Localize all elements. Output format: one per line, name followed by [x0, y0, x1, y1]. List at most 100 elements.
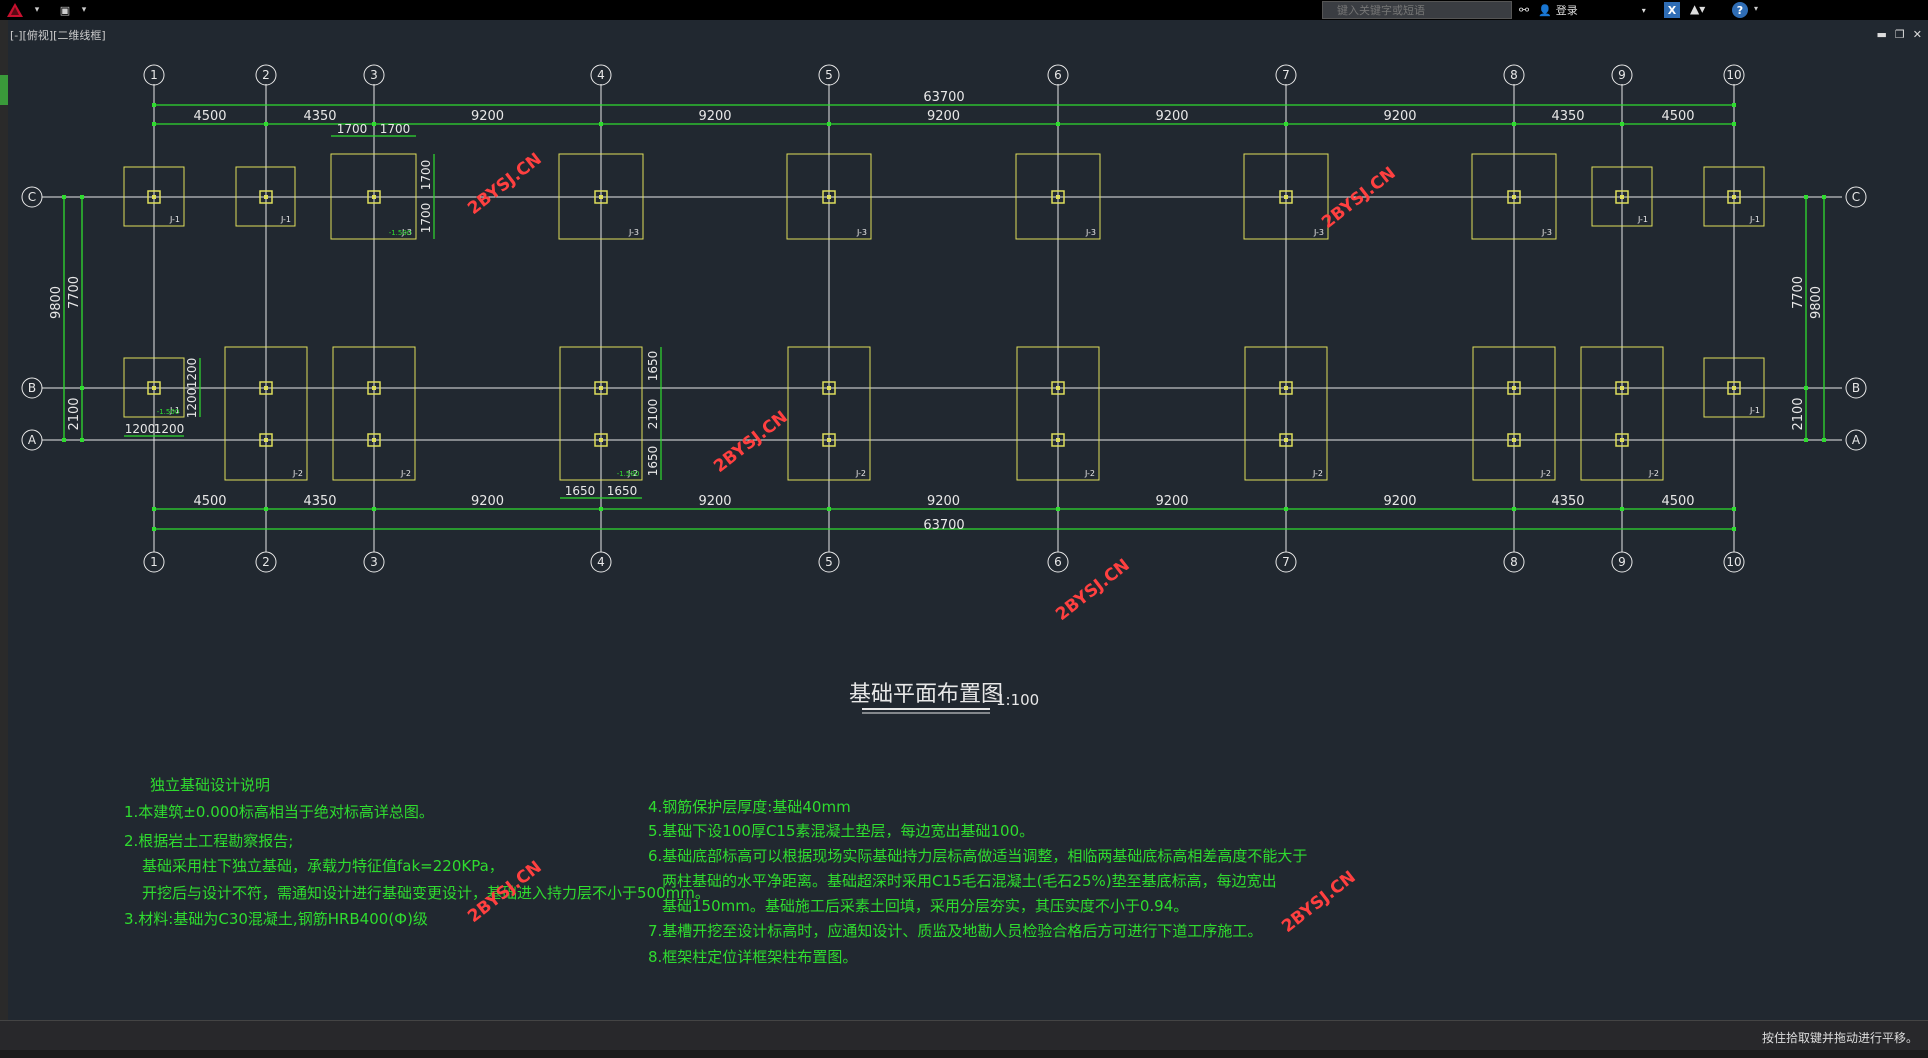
column-marker — [1507, 381, 1521, 395]
sign-in-label: 登录 — [1555, 4, 1578, 17]
column-marker-core — [152, 386, 156, 390]
dimension-tick — [599, 507, 603, 511]
axis-bubble-B — [1845, 377, 1867, 399]
footing-tag: J-3 — [1085, 228, 1096, 237]
footing-tag: J-2 — [292, 469, 303, 478]
watermark-text: 2BYSJ.CN — [464, 149, 546, 219]
axis-bubble-7 — [1275, 64, 1297, 86]
axis-bubble-10 — [1723, 551, 1745, 573]
exchange-icon[interactable]: X — [1664, 2, 1680, 18]
note-line-left: 开挖后与设计不符，需通知设计进行基础变更设计，基础进入持力层不小于500mm。 — [142, 884, 710, 902]
search-input[interactable] — [1322, 1, 1512, 19]
drawing-title: 基础平面布置图 — [849, 682, 1003, 707]
span-dimension-text: 9200 — [1383, 109, 1416, 124]
autocad-logo-icon[interactable] — [4, 0, 26, 20]
watermark-text: 2BYSJ.CN — [1278, 867, 1360, 937]
footing-outline — [1472, 346, 1556, 481]
span-dimension-text: 4500 — [1661, 494, 1694, 509]
axis-label-B: B — [1852, 381, 1860, 395]
column-marker — [594, 381, 608, 395]
span-dimension-text: 9200 — [1383, 494, 1416, 509]
j2-width-text: 1650 — [607, 484, 638, 498]
span-dimension-text: 4500 — [193, 109, 226, 124]
sign-in-button[interactable]: 👤 登录 ▾ — [1538, 0, 1646, 20]
column-marker — [1279, 381, 1293, 395]
axis-label-9: 9 — [1618, 555, 1626, 569]
note-line-right: 4.钢筋保护层厚度:基础40mm — [648, 798, 851, 816]
help-icon[interactable]: ? — [1732, 2, 1748, 18]
axis-bubble-2 — [255, 64, 277, 86]
column-marker — [822, 381, 836, 395]
dimension-tick — [1620, 507, 1624, 511]
axis-label-1: 1 — [150, 68, 158, 82]
axis-bubble-7 — [1275, 551, 1297, 573]
left-cb-dimension-text: 7700 — [67, 276, 82, 309]
footing-tag: J-3 — [628, 228, 639, 237]
footing-outline — [1703, 166, 1765, 227]
footing-tag: J-2 — [627, 469, 638, 478]
column-marker — [594, 190, 608, 204]
axis-label-3: 3 — [370, 555, 378, 569]
span-dimension-text: 4500 — [193, 494, 226, 509]
j3-height-text: 1700 — [419, 203, 433, 234]
footing-tag: J-3 — [856, 228, 867, 237]
elevation-tag: -1.500 — [157, 408, 180, 416]
column-marker-core — [1512, 438, 1516, 442]
footing-outline — [1591, 166, 1653, 227]
app-menu-chevron-down-icon[interactable]: ▾ — [34, 5, 40, 15]
quick-access-chevron-down-icon[interactable]: ▾ — [81, 5, 87, 15]
footing-tag: J-3 — [1541, 228, 1552, 237]
column-marker-core — [1284, 438, 1288, 442]
j1-width-text: 1200 — [125, 422, 156, 436]
dimension-tick — [264, 507, 268, 511]
design-notes: 独立基础设计说明 1.本建筑±0.000标高相当于绝对标高详总图。2.根据岩土工… — [124, 776, 1307, 966]
footing-outline — [1703, 357, 1765, 418]
footing-tag: J-1 — [169, 215, 180, 224]
j3-width-text: 1700 — [380, 122, 411, 136]
column-marker — [147, 381, 161, 395]
axis-label-9: 9 — [1618, 68, 1626, 82]
note-line-left: 3.材料:基础为C30混凝土,钢筋HRB400(Ф)级 — [124, 910, 428, 928]
column-marker-core — [1056, 195, 1060, 199]
axis-label-7: 7 — [1282, 555, 1290, 569]
axis-bubble-3 — [363, 551, 385, 573]
viewport-controls-label[interactable]: [-][俯视][二维线框] — [10, 29, 106, 42]
column-marker-core — [827, 438, 831, 442]
axis-label-10: 10 — [1726, 555, 1741, 569]
close-icon[interactable]: ✕ — [1912, 28, 1922, 41]
span-dimension-text: 9200 — [927, 109, 960, 124]
column-marker — [594, 433, 608, 447]
column-marker — [1507, 190, 1521, 204]
dimension-tick — [372, 122, 376, 126]
restore-icon[interactable]: ❐ — [1894, 28, 1905, 41]
footing-tag: J-2 — [855, 469, 866, 478]
axis-bubble-10 — [1723, 64, 1745, 86]
right-ba-dimension-text: 2100 — [1791, 397, 1806, 430]
axis-bubble-8 — [1503, 64, 1525, 86]
column-marker-core — [1284, 195, 1288, 199]
axis-bubble-1 — [143, 551, 165, 573]
column-marker — [1279, 433, 1293, 447]
footing-outline — [224, 346, 308, 481]
note-line-right: 8.框架柱定位详框架柱布置图。 — [648, 948, 857, 966]
note-line-left: 基础采用柱下独立基础，承载力特征值fak=220KPa， — [142, 857, 504, 875]
dimension-tick — [1284, 122, 1288, 126]
autodesk-360-icon[interactable]: ▲▾ — [1690, 2, 1706, 16]
footing-outline — [786, 153, 872, 240]
dimension-tick — [827, 507, 831, 511]
dimension-tick — [1732, 103, 1736, 107]
watermark-text: 2BYSJ.CN — [1052, 555, 1134, 625]
help-chevron-down-icon[interactable]: ▾ — [1754, 4, 1759, 13]
column-marker-core — [264, 386, 268, 390]
column-marker-core — [599, 195, 603, 199]
save-icon[interactable]: ▣ — [59, 3, 71, 17]
dimension-tick — [152, 527, 156, 531]
dimension-tick — [1804, 195, 1808, 199]
binoculars-icon[interactable]: ⚯ — [1518, 3, 1530, 17]
column-marker — [822, 190, 836, 204]
axis-label-B: B — [28, 381, 36, 395]
span-dimension-text: 4350 — [1551, 494, 1584, 509]
minimize-icon[interactable]: ▬ — [1876, 28, 1887, 41]
